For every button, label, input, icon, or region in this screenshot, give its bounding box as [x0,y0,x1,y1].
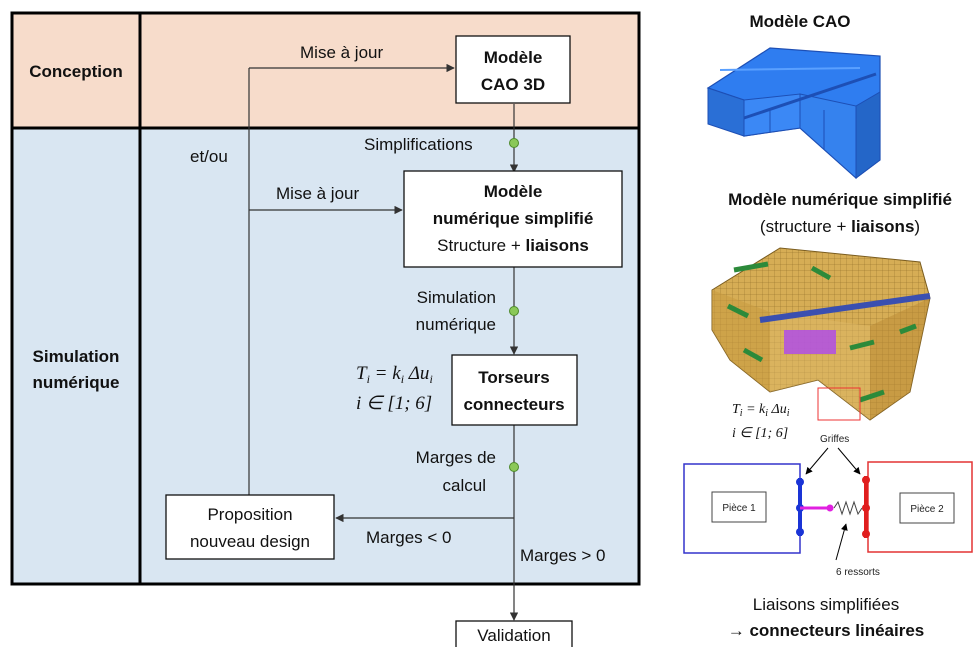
label-simulation-1: Simulation [417,288,496,307]
flow-labels: Mise à jour et/ou Simplifications Mise à… [190,43,606,565]
piece1-label-box [711,491,767,523]
cad-box-line2: CAO 3D [481,75,545,94]
cad-model-box: Modèle CAO 3D [455,35,571,104]
simplified-title: Modèle numérique simplifié [728,190,952,209]
node-margins [509,462,519,472]
label-simulation-2: numérique [416,315,496,334]
label-margins-positive: Marges > 0 [520,546,606,565]
label-simplifications: Simplifications [364,135,473,154]
formula-left-1: Ti = ki Δui [356,363,433,386]
torsors-box: Torseurs connecteurs [451,354,578,426]
row-label-simulation: Simulation [33,347,120,366]
num-box-line2: numérique simplifié [433,209,594,228]
node-simplifications [509,138,519,148]
validation-label: Validation [477,626,550,645]
table-border [10,11,641,586]
cad-box-line1: Modèle [484,48,543,67]
label-and-or: et/ou [190,147,228,166]
griffes-arrow-right [837,447,861,475]
proposal-line1: Proposition [207,505,292,524]
springs-label: 6 ressorts [836,567,880,578]
griffes-arrow-left [805,447,829,475]
proposal-box: Proposition nouveau design [165,494,335,560]
formula-left-2: i ∈ [1; 6] [356,393,432,414]
formula-right-2: i ∈ [1; 6] [732,426,788,441]
numerical-model-box: Modèle numérique simplifié Structure + l… [403,170,623,268]
row-label-numerique: numérique [33,373,120,392]
piece2-label-box [899,492,955,524]
springs-arrow [835,523,848,561]
label-margins-negative: Marges < 0 [366,528,452,547]
num-box-line1: Modèle [484,182,543,201]
label-update-top: Mise à jour [300,43,383,62]
spring-connector [796,476,870,538]
right-panel: Modèle CAO Modèle numérique simplifié (s… [683,12,973,640]
cad-model-image [706,47,881,180]
piece1-label: Pièce 1 [722,503,756,514]
row-label-conception: Conception [29,62,123,81]
mesh-model-image [711,247,931,421]
label-update-mid: Mise à jour [276,184,359,203]
cad-title: Modèle CAO [749,12,850,31]
caption-line1: Liaisons simplifiées [753,595,899,614]
flow-lines [248,63,519,621]
formula-right-1: Ti = ki Δui [732,402,790,419]
num-box-line3: Structure + liaisons [437,236,589,255]
caption-line2: → connecteurs linéaires [728,621,925,640]
torsor-box-line1: Torseurs [478,368,550,387]
griffes-label: Griffes [820,434,849,445]
piece2-label: Pièce 2 [910,504,944,515]
validation-box: Validation [455,620,573,647]
label-margins-2: calcul [443,476,486,495]
node-simulation [509,306,519,316]
simplified-subtitle: (structure + liaisons) [760,217,920,236]
proposal-line2: nouveau design [190,532,310,551]
label-margins-1: Marges de [416,448,496,467]
torsor-box-line2: connecteurs [463,395,564,414]
